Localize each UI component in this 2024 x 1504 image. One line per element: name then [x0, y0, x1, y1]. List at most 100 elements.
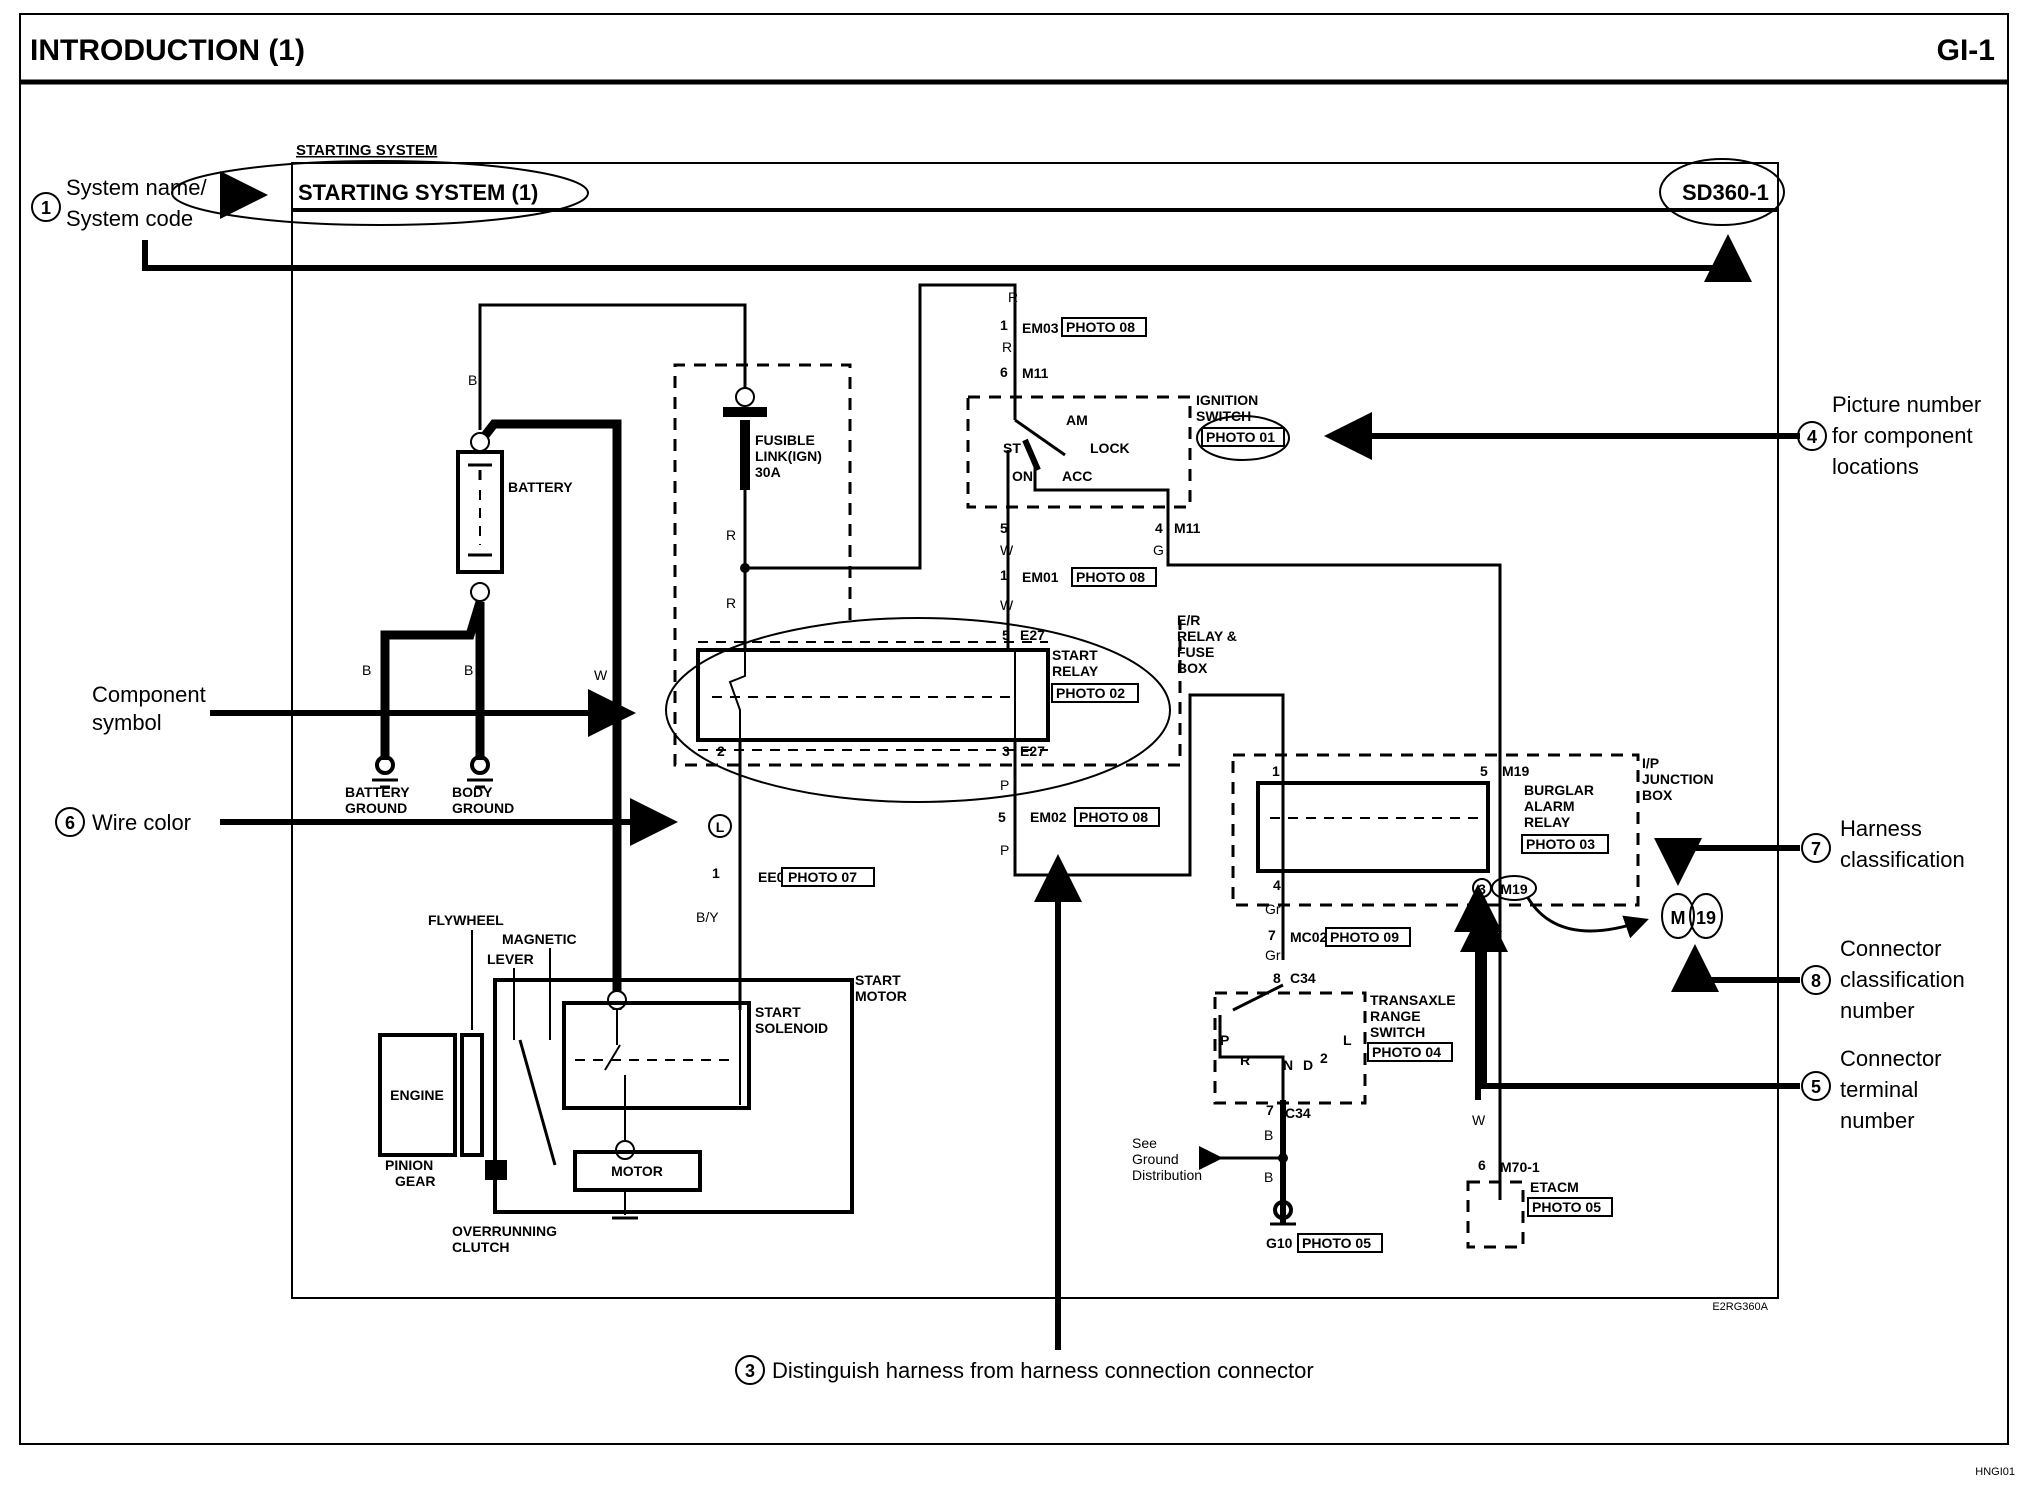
svg-text:1: 1 — [1000, 567, 1008, 583]
svg-text:1: 1 — [1000, 317, 1008, 333]
svg-text:BURGLAR: BURGLAR — [1524, 782, 1594, 798]
svg-text:PHOTO 08: PHOTO 08 — [1076, 569, 1145, 585]
svg-text:5: 5 — [1811, 1077, 1821, 1097]
svg-text:3: 3 — [745, 1361, 755, 1381]
svg-text:MOTOR: MOTOR — [855, 988, 907, 1004]
svg-text:3: 3 — [1002, 743, 1010, 759]
svg-text:R: R — [726, 527, 736, 543]
svg-text:PHOTO 09: PHOTO 09 — [1330, 929, 1399, 945]
system-name: STARTING SYSTEM (1) — [298, 180, 538, 205]
svg-text:locations: locations — [1832, 454, 1919, 479]
burglar-alarm-relay-icon — [1256, 781, 1490, 873]
svg-text:W: W — [1000, 597, 1014, 613]
callout-connector-classification: 8 Connector classification number — [1671, 936, 1965, 1023]
figure-code: E2RG360A — [1712, 1301, 1768, 1313]
svg-text:N: N — [1283, 1057, 1293, 1073]
svg-text:6: 6 — [65, 813, 75, 833]
svg-text:M19: M19 — [1500, 881, 1527, 897]
photo-badge-em03 — [1061, 317, 1147, 337]
svg-text:PHOTO 08: PHOTO 08 — [1066, 319, 1135, 335]
svg-text:4: 4 — [1807, 427, 1817, 447]
svg-text:GROUND: GROUND — [452, 800, 514, 816]
svg-text:number: number — [1840, 998, 1915, 1023]
svg-text:MAGNETIC: MAGNETIC — [502, 931, 577, 947]
svg-text:for component: for component — [1832, 423, 1973, 448]
svg-text:6: 6 — [1478, 1157, 1486, 1173]
svg-text:GROUND: GROUND — [345, 800, 407, 816]
wire-color-marker-icon — [708, 814, 732, 838]
svg-text:EM01: EM01 — [1022, 569, 1059, 585]
callout-system-name: 1 System name/ System code — [31, 171, 1752, 282]
svg-text:B: B — [362, 662, 371, 678]
svg-text:START: START — [755, 1004, 801, 1020]
svg-text:19: 19 — [1696, 908, 1716, 928]
svg-text:BODY: BODY — [452, 784, 493, 800]
g10-ground-icon — [1270, 1200, 1296, 1226]
svg-text:L: L — [1343, 1032, 1352, 1048]
svg-text:SWITCH: SWITCH — [1370, 1024, 1425, 1040]
svg-text:LINK(IGN): LINK(IGN) — [755, 448, 822, 464]
svg-text:5: 5 — [1480, 763, 1488, 779]
svg-text:Component: Component — [92, 682, 206, 707]
svg-text:PINION: PINION — [385, 1157, 433, 1173]
svg-text:EM02: EM02 — [1030, 809, 1067, 825]
svg-text:8: 8 — [1811, 971, 1821, 991]
svg-text:SWITCH: SWITCH — [1196, 408, 1251, 424]
svg-text:OVERRUNNING: OVERRUNNING — [452, 1223, 557, 1239]
callout-harness-connector: 3 Distinguish harness from harness conne… — [735, 854, 1314, 1385]
photo-badge-etacm — [1527, 1197, 1613, 1217]
start-relay-icon — [696, 648, 1050, 742]
svg-text:Harness: Harness — [1840, 816, 1922, 841]
svg-text:Connector: Connector — [1840, 936, 1942, 961]
callout-harness-classification: 7 Harness classification — [1654, 816, 1965, 886]
svg-text:M19: M19 — [1502, 763, 1529, 779]
svg-text:B/Y: B/Y — [696, 909, 719, 925]
svg-text:E/R: E/R — [1177, 612, 1200, 628]
svg-text:BATTERY: BATTERY — [508, 479, 573, 495]
svg-text:P: P — [1220, 1032, 1229, 1048]
svg-text:2: 2 — [1320, 1050, 1328, 1066]
svg-text:PHOTO 07: PHOTO 07 — [788, 869, 857, 885]
page-frame — [19, 13, 2009, 1445]
svg-text:W: W — [594, 667, 608, 683]
component-symbol-highlight — [665, 617, 1171, 803]
svg-text:R: R — [1008, 289, 1018, 305]
svg-text:E27: E27 — [1020, 743, 1045, 759]
svg-text:D: D — [1303, 1057, 1313, 1073]
svg-text:BOX: BOX — [1642, 787, 1673, 803]
svg-text:Gr: Gr — [1265, 947, 1281, 963]
diagram-heading: STARTING SYSTEM — [296, 142, 437, 159]
svg-text:PHOTO 02: PHOTO 02 — [1056, 685, 1125, 701]
svg-text:See: See — [1132, 1135, 1157, 1151]
svg-text:Connector: Connector — [1840, 1046, 1942, 1071]
battery-ground-icon — [372, 755, 398, 789]
svg-text:BATTERY: BATTERY — [345, 784, 410, 800]
page-code: GI-1 — [1937, 34, 1995, 67]
motor-icon — [573, 1150, 702, 1192]
svg-text:IGNITION: IGNITION — [1196, 392, 1258, 408]
svg-text:4: 4 — [1273, 877, 1281, 893]
svg-text:B: B — [464, 662, 473, 678]
page-title: INTRODUCTION (1) — [30, 34, 305, 67]
svg-text:M11: M11 — [1174, 520, 1201, 536]
photo-badge-relay — [1051, 683, 1139, 703]
svg-text:E27: E27 — [1020, 627, 1045, 643]
callout-wire-color: 6 Wire color L — [55, 798, 732, 846]
svg-text:5: 5 — [998, 809, 1006, 825]
svg-text:JUNCTION: JUNCTION — [1642, 771, 1714, 787]
ignition-switch: 1 EM03 PHOTO 08 R 6 M11 IGNITION SWITCH … — [966, 290, 1502, 770]
body-ground-icon — [467, 755, 493, 789]
svg-text:Wire color: Wire color — [92, 810, 191, 835]
svg-text:Distinguish harness from harne: Distinguish harness from harness connect… — [772, 1358, 1314, 1383]
svg-text:7: 7 — [1266, 1102, 1274, 1118]
svg-text:G: G — [1153, 542, 1164, 558]
svg-text:PHOTO 04: PHOTO 04 — [1372, 1044, 1441, 1060]
photo-badge-ignition — [1201, 427, 1285, 447]
svg-text:ON: ON — [1012, 468, 1033, 484]
etacm-module: W 6 M70-1 ETACM PHOTO 05 — [1454, 884, 1613, 1249]
system-code-highlight — [1659, 158, 1785, 226]
svg-text:M: M — [1671, 908, 1686, 928]
svg-text:7: 7 — [1268, 927, 1276, 943]
harness-badge-icon: M 19 — [1661, 893, 1723, 939]
svg-text:terminal: terminal — [1840, 1077, 1918, 1102]
